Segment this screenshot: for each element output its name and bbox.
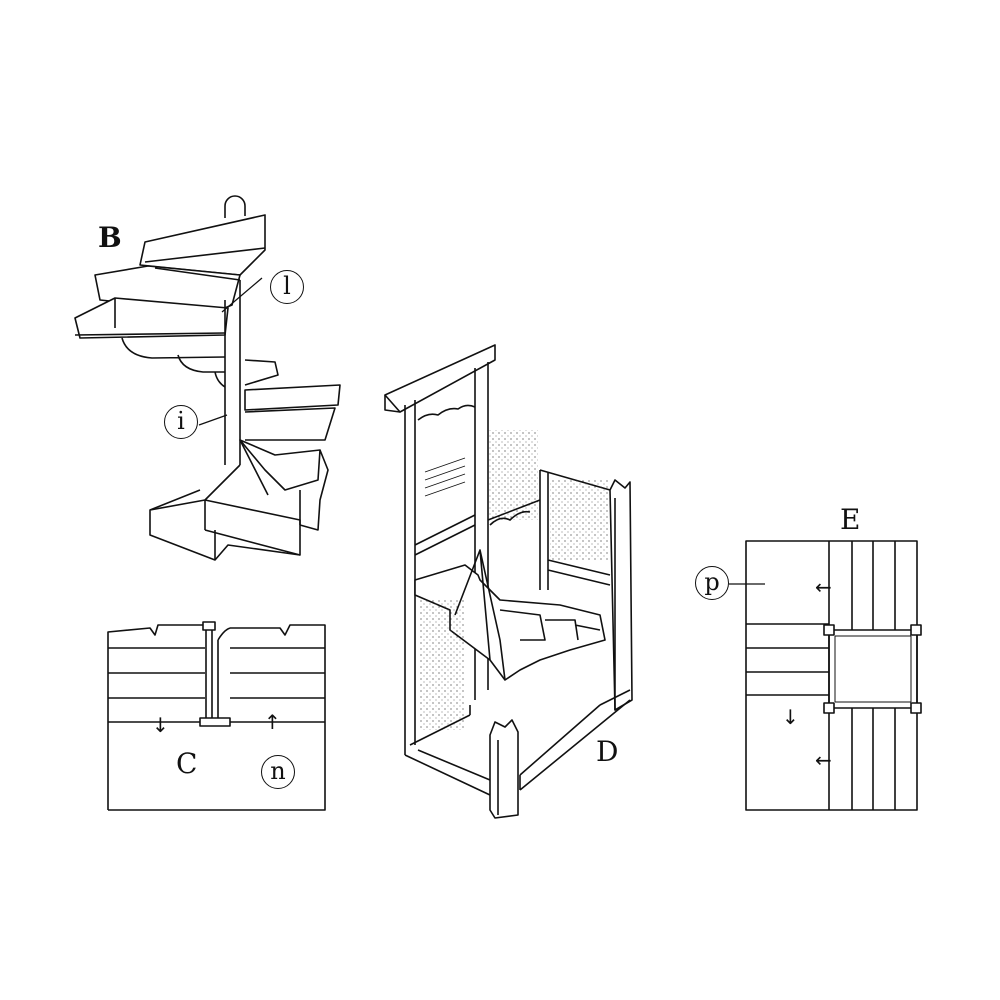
callout-n: n: [261, 755, 295, 789]
plan-e-drawing: [729, 540, 922, 811]
callout-p: p: [695, 566, 729, 600]
callout-l: l: [270, 270, 304, 304]
arrow-down-icon: ↓: [782, 705, 799, 729]
figure-label-d: D: [596, 735, 619, 768]
section-c-drawing: [107, 621, 326, 811]
figure-label-e: E: [840, 503, 861, 536]
arrow-up-icon: ↑: [264, 710, 281, 734]
arrow-left-icon: ←: [815, 575, 832, 599]
figure-label-b: B: [98, 221, 122, 254]
arrow-down-icon: ↓: [152, 713, 169, 737]
callout-i: i: [164, 405, 198, 439]
spiral-stair-drawing: [74, 195, 341, 561]
arrow-left-icon: ←: [815, 748, 832, 772]
figure-label-c: C: [176, 747, 198, 780]
dogleg-stair-drawing: [384, 344, 633, 819]
